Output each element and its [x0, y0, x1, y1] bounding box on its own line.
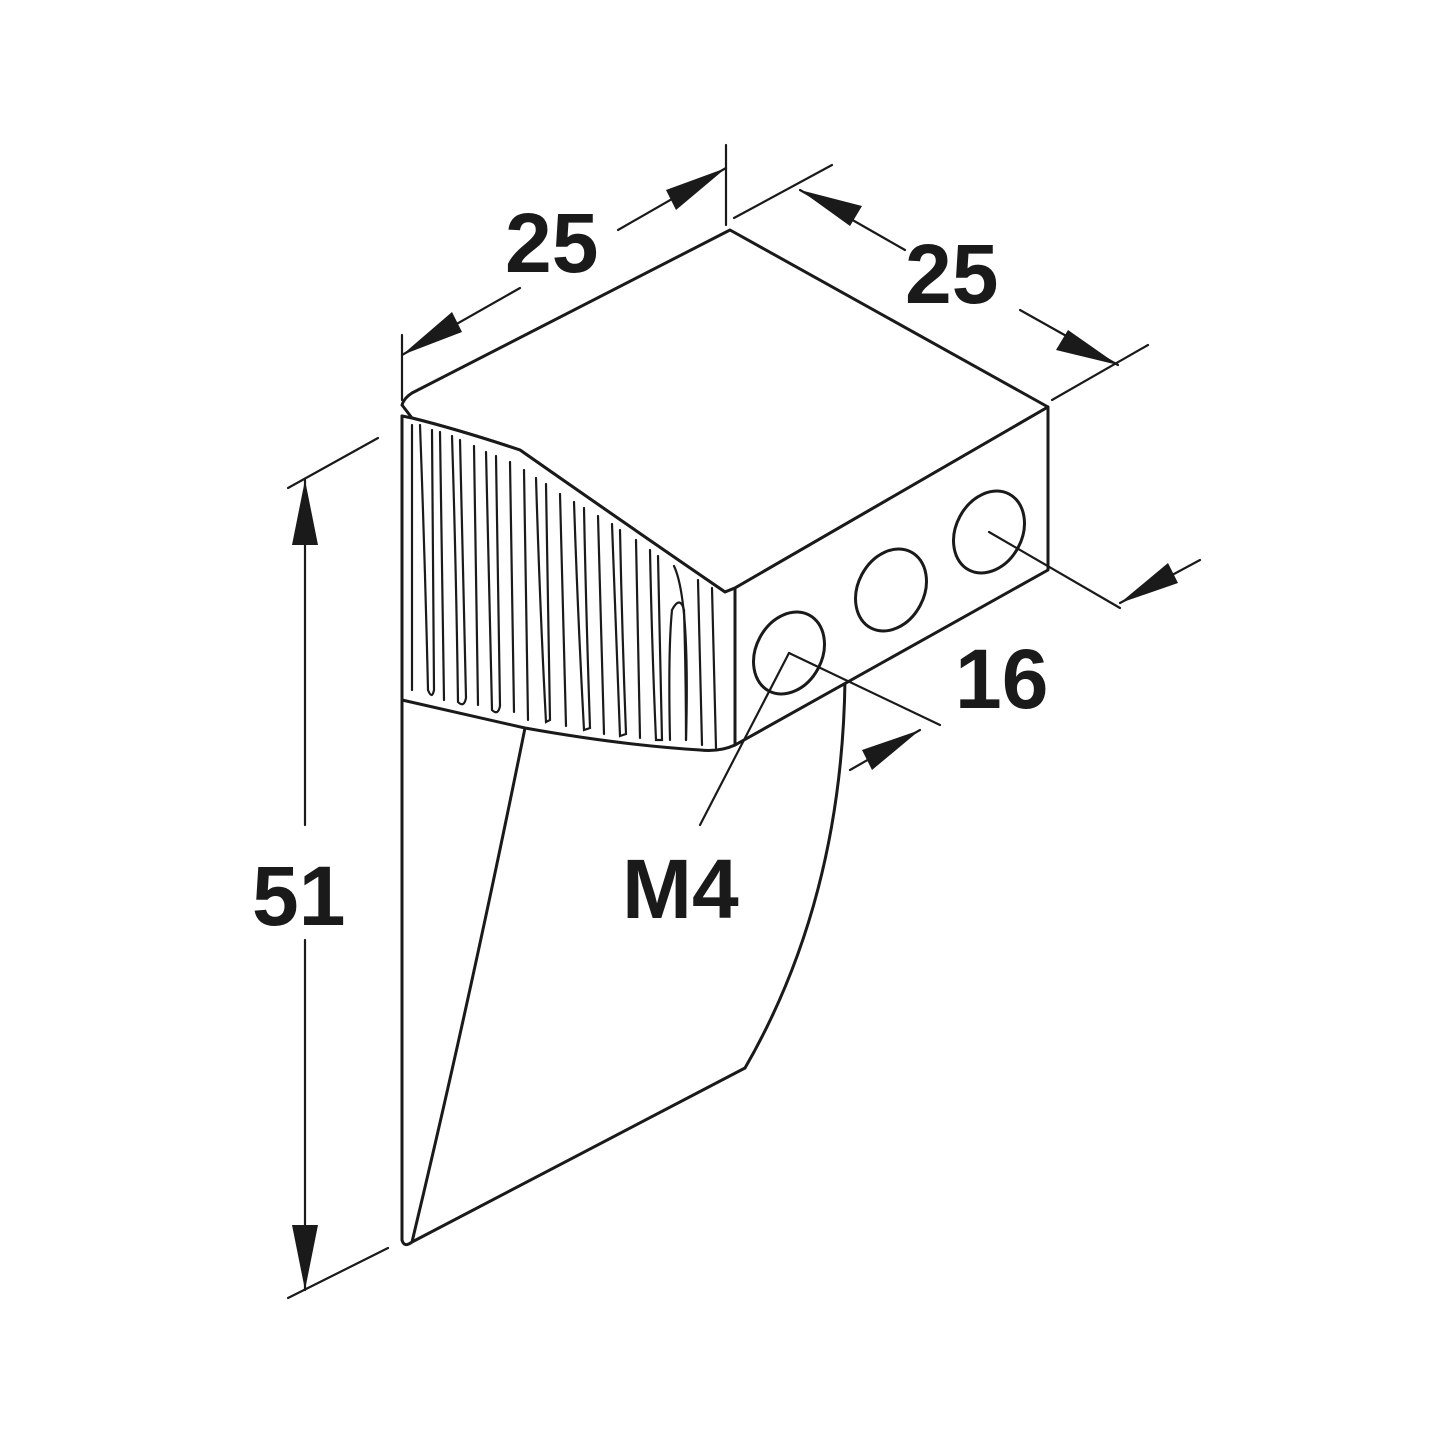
dimension-top-width: 25 [400, 143, 728, 402]
hole-2 [854, 547, 928, 633]
dimension-label-hole-spacing: 16 [955, 632, 1048, 726]
arrow-head [862, 730, 920, 770]
dimension-label-height: 51 [252, 849, 345, 943]
curved-front-face [400, 416, 847, 1247]
part-body [400, 228, 1050, 1247]
texture-grooves [410, 423, 718, 750]
hole-3 [952, 489, 1026, 575]
arrow-head [1056, 330, 1118, 365]
arrow-head [666, 168, 726, 210]
dimension-label-top-width: 25 [505, 196, 598, 290]
thread-callout: M4 [622, 651, 791, 936]
arrow-head [402, 312, 462, 355]
arrow-head [292, 480, 318, 545]
thread-label: M4 [622, 842, 739, 936]
arrow-head [292, 1225, 318, 1290]
dimension-height: 51 [252, 436, 390, 1300]
dimension-top-depth: 25 [732, 163, 1150, 402]
textured-face [400, 414, 737, 752]
arrow-head [800, 190, 862, 226]
dimension-label-top-depth: 25 [905, 227, 998, 321]
dimension-hole-spacing: 16 [787, 530, 1202, 772]
arrow-head [1120, 563, 1178, 603]
